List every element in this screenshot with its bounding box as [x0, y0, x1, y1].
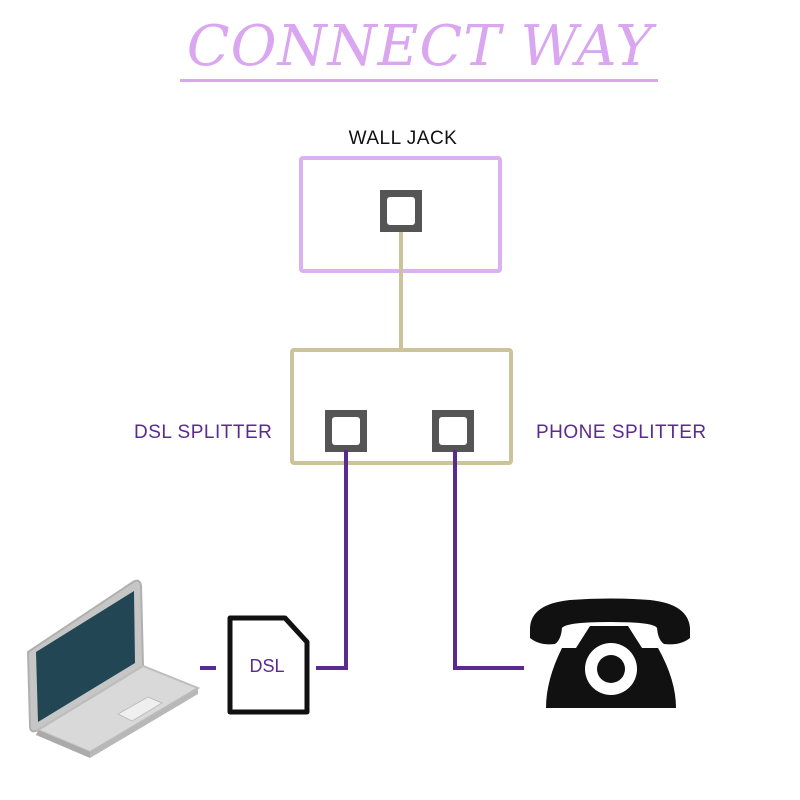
title-underline	[180, 79, 658, 82]
phone-splitter-port-icon	[432, 410, 474, 452]
phone-cable	[453, 450, 524, 670]
laptop-icon	[26, 579, 201, 758]
wall-jack-port-icon	[380, 190, 422, 232]
dsl-cable	[316, 450, 348, 670]
splitter-box	[290, 348, 513, 465]
dsl-splitter-port-icon	[325, 410, 367, 452]
phone-splitter-label: PHONE SPLITTER	[536, 422, 707, 443]
wall-jack-label: WALL JACK	[348, 128, 458, 149]
dsl-modem-label: DSL	[249, 656, 284, 676]
dsl-splitter-label: DSL SPLITTER	[134, 422, 273, 443]
dsl-modem-icon: DSL	[227, 615, 310, 715]
diagram-title: CONNECT WAY	[186, 14, 654, 79]
telephone-icon	[530, 598, 690, 708]
